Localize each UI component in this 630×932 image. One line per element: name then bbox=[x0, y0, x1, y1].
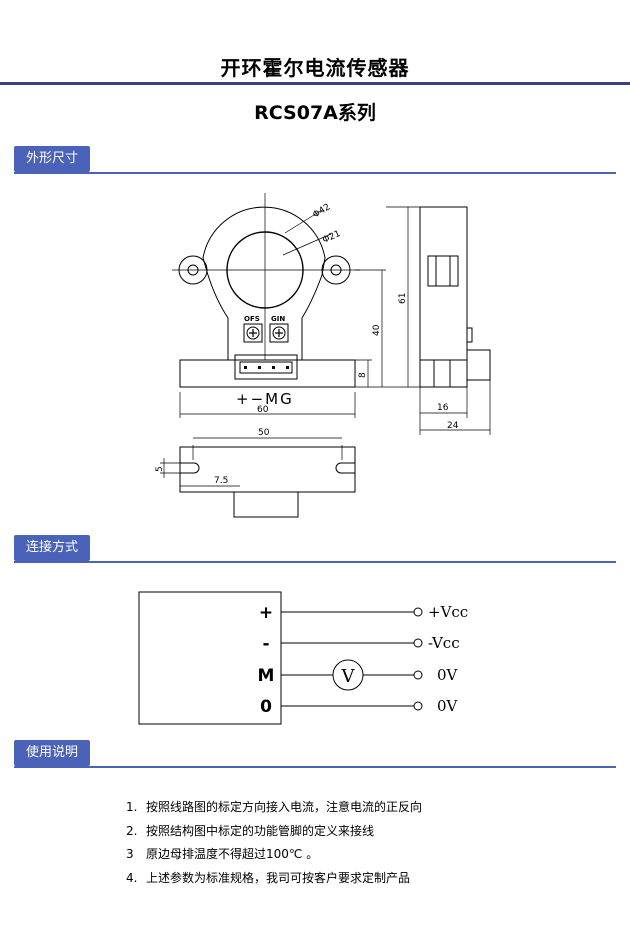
usage-notes: 1.按照线路图的标定方向接入电流，注意电流的正反向 2.按照结构图中标定的功能管… bbox=[126, 796, 422, 890]
section-divider-dimensions bbox=[14, 172, 616, 174]
sensor-side-outline bbox=[419, 206, 468, 388]
label-ofs: OFS bbox=[244, 315, 260, 323]
section-divider-usage bbox=[14, 766, 616, 768]
sensor-base bbox=[179, 359, 356, 388]
dim-50: 50 bbox=[258, 428, 270, 438]
dimension-drawing: Φ42 Φ21 OFS GIN +−MG 60 40 8 bbox=[155, 193, 491, 518]
dim-phi21: Φ21 bbox=[321, 229, 342, 246]
pin-m: M bbox=[258, 666, 275, 686]
section-tab-dimensions: 外形尺寸 bbox=[14, 146, 91, 172]
pin-plus: + bbox=[259, 603, 273, 623]
dim-60: 60 bbox=[257, 405, 269, 415]
note-item: 1.按照线路图的标定方向接入电流，注意电流的正反向 bbox=[126, 800, 423, 814]
title-divider bbox=[0, 82, 630, 85]
output-vcc-neg: -Vcc bbox=[428, 634, 460, 652]
terminal-0v-m bbox=[413, 670, 423, 680]
sensor-box bbox=[138, 591, 282, 725]
terminal-0v bbox=[413, 701, 423, 711]
page-title: 开环霍尔电流传感器 bbox=[220, 56, 410, 80]
sensor-bottom-outline bbox=[179, 446, 356, 493]
trimmer-gin bbox=[269, 323, 289, 343]
dim-7-5: 7.5 bbox=[214, 476, 228, 486]
section-divider-wiring bbox=[14, 561, 616, 563]
dim-5: 5 bbox=[155, 466, 165, 472]
section-tab-wiring: 连接方式 bbox=[14, 535, 91, 561]
connector bbox=[234, 354, 298, 380]
dim-phi42: Φ42 bbox=[311, 202, 332, 220]
sensor-front-outline bbox=[202, 206, 326, 361]
trimmer-ofs bbox=[243, 323, 263, 343]
pin-minus: - bbox=[262, 634, 269, 654]
output-0v-1: 0V bbox=[437, 666, 459, 684]
terminal-vcc-neg bbox=[413, 638, 423, 648]
dim-61: 61 bbox=[398, 293, 408, 304]
note-item: 2.按照结构图中标定的功能管脚的定义来接线 bbox=[126, 823, 375, 838]
output-vcc-pos: +Vcc bbox=[428, 603, 468, 621]
voltmeter bbox=[332, 659, 364, 691]
pin-label: +−MG bbox=[236, 390, 294, 408]
dim-8: 8 bbox=[358, 372, 368, 378]
label-gin: GIN bbox=[271, 315, 285, 323]
connector-bottom bbox=[233, 491, 299, 518]
voltmeter-label: V bbox=[341, 666, 356, 687]
section-tab-usage: 使用说明 bbox=[14, 740, 91, 766]
dim-16: 16 bbox=[437, 403, 449, 413]
output-0v-2: 0V bbox=[437, 697, 459, 715]
model-title: RCS07A系列 bbox=[254, 102, 376, 124]
wiring-diagram: + - M 0 V +Vcc -Vcc 0V 0V bbox=[138, 591, 468, 725]
terminal-vcc-pos bbox=[413, 607, 423, 617]
dim-24: 24 bbox=[447, 421, 459, 431]
note-item: 4.上述参数为标准规格，我司可按客户要求定制产品 bbox=[126, 870, 411, 885]
dim-40: 40 bbox=[372, 324, 382, 336]
connector-side bbox=[466, 349, 491, 381]
pin-0: 0 bbox=[260, 697, 272, 717]
